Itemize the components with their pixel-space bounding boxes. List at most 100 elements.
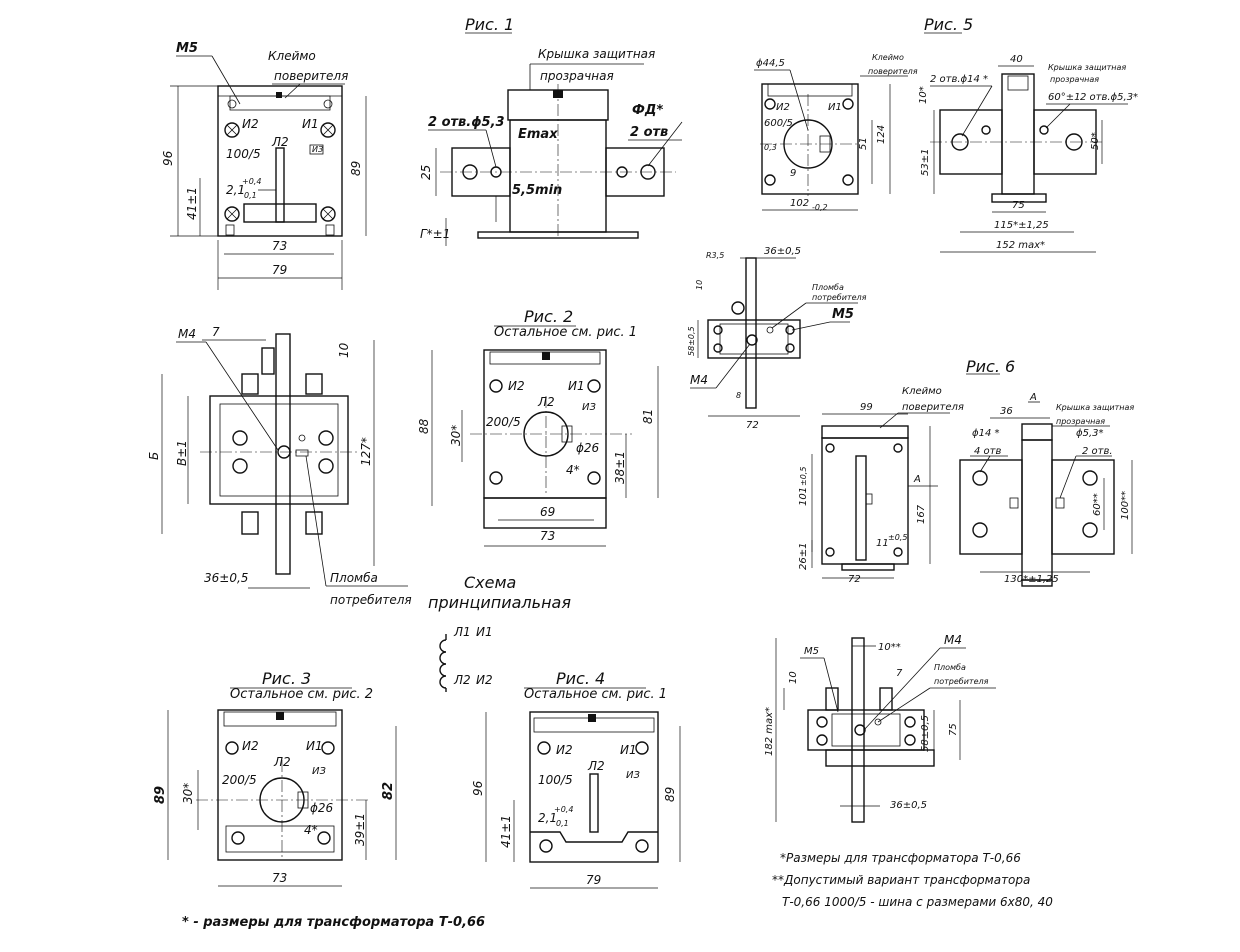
fig5-d115: 115*±1,25 xyxy=(994,220,1049,231)
fig4-body xyxy=(529,711,659,863)
fig2l-d10: 10 xyxy=(337,342,351,358)
fig6-d11: 11 xyxy=(876,538,889,549)
fig5-d124: 124 xyxy=(876,125,887,144)
fig2-d38: 38±1 xyxy=(613,451,627,484)
mid-d8: 8 xyxy=(736,391,741,400)
fig5-d9: 9 xyxy=(790,168,796,179)
fig5-title: Рис. 5 xyxy=(924,15,973,34)
fig2l-b: Б xyxy=(147,452,161,460)
fig1-tol-up: +0,4 xyxy=(242,177,261,186)
fig6-a-core xyxy=(1021,439,1053,581)
fig2l-potrebitelya: потребителя xyxy=(330,593,412,607)
fig6-a: А xyxy=(913,474,921,485)
fig6-d101tol: ±0,5 xyxy=(799,467,808,486)
fig1-l2: Л2 xyxy=(271,135,289,149)
fig1-i2: И2 xyxy=(242,117,259,131)
fig5-otv14: 2 отв.ϕ14 * xyxy=(930,74,988,85)
fig1-d89: 89 xyxy=(349,161,363,176)
fig1s-emax: Emax xyxy=(518,127,558,142)
br-potrebitelya: потребителя xyxy=(934,677,989,686)
fig2-view: Рис. 2 Остальное см. рис. 1 И2 И1 ИЗ Л2 … xyxy=(417,307,659,547)
fig1-tol-dn: 0,1 xyxy=(244,191,257,200)
fig6-d101: 101 xyxy=(798,487,809,506)
fig3-d89: 89 xyxy=(153,786,168,804)
fig6-d53: ϕ5,3* xyxy=(1076,428,1104,439)
fig6-d100: 100** xyxy=(1120,491,1131,520)
mid-d36: 36±0,5 xyxy=(764,246,801,257)
fig1-body xyxy=(217,85,343,237)
fig2-title: Рис. 2 xyxy=(524,307,573,326)
fig5-klemmo: Клеймо xyxy=(872,53,904,62)
fig5-d40: 40 xyxy=(1010,54,1023,65)
fig5-d53: 53±1 xyxy=(920,149,931,176)
fig5-otv53: 2 отв.ϕ5,3* xyxy=(1080,92,1138,103)
fig1-poveritelya: поверителя xyxy=(274,69,348,83)
fig1s-fd: ФД* xyxy=(632,103,663,118)
fig3-title: Рис. 3 xyxy=(262,669,311,688)
fig2l-plomba: Пломба xyxy=(330,571,378,585)
fig5-kryshka2: Крышка защитная xyxy=(1048,63,1126,72)
schema: Схема принципиальная Л1 И1 Л2 И2 xyxy=(428,573,571,692)
fig6-d99: 99 xyxy=(860,402,873,413)
fig6-poveritelya: поверителя xyxy=(902,402,964,413)
fig4-ratio: 100/5 xyxy=(538,773,573,787)
fig5-i1: И1 xyxy=(828,102,842,113)
fig4-d96: 96 xyxy=(471,780,485,796)
fig6-otv4: 4 отв xyxy=(974,446,1001,457)
fig4-d89: 89 xyxy=(663,787,677,802)
fig2-d69: 69 xyxy=(540,505,555,519)
fig5-d152: 152 max* xyxy=(996,240,1045,251)
schema-t2: принципиальная xyxy=(428,593,571,612)
fig1-d79: 79 xyxy=(272,263,287,277)
note-1: *Размеры для трансформатора Т-0,66 xyxy=(780,851,1021,865)
fig1s-g1: Г*±1 xyxy=(420,227,450,241)
fig1s-prozrachnaya: прозрачная xyxy=(540,69,614,83)
fig6-kryshka: Крышка защитная xyxy=(1056,403,1134,412)
fig2l-d36: 36±0,5 xyxy=(204,571,248,585)
fig4-d41: 41±1 xyxy=(499,815,513,848)
fig4-mark: ИЗ xyxy=(626,770,640,781)
fig2-d4: 4* xyxy=(566,463,580,477)
br-d7: 7 xyxy=(896,668,903,679)
fig4-tol-up: +0,4 xyxy=(554,805,573,814)
fig2-d30: 30* xyxy=(449,425,463,446)
fig5-d60: 60°±1 xyxy=(1048,92,1080,103)
fig4-tol-dn: 0,1 xyxy=(556,819,569,828)
fig4-i1: И1 xyxy=(620,743,637,757)
fig1-side-view: Крышка защитная прозрачная Emax 2 отв.ϕ5… xyxy=(419,47,683,246)
note-3: Т-0,66 1000/5 - шина с размерами 6х80, 4… xyxy=(782,895,1053,909)
footer-note: * - размеры для трансформатора Т-0,66 xyxy=(182,915,485,930)
schema-coil xyxy=(439,639,447,689)
mid-potrebitelya: потребителя xyxy=(812,293,867,302)
schema-t1: Схема xyxy=(464,573,516,592)
mid-m5: M5 xyxy=(832,307,854,322)
br-plomba: Пломба xyxy=(934,663,966,672)
schema-l2: Л2 xyxy=(453,673,471,687)
fig1s-otv53: 2 отв.ϕ5,3 xyxy=(428,115,505,130)
fig4-d21: 2,1 xyxy=(538,811,557,825)
fig5-d10: 10* xyxy=(918,86,929,104)
mid-d72: 72 xyxy=(746,420,759,431)
fig6-d11tol: ±0,5 xyxy=(888,533,907,542)
fig6-d72: 72 xyxy=(848,574,861,585)
fig3-view: Рис. 3 Остальное см. рис. 2 И2 И1 Л2 ИЗ … xyxy=(153,669,397,887)
fig1-mark: ИЗ xyxy=(312,145,323,154)
fig6-d14: ϕ14 * xyxy=(972,428,1000,439)
fig6-title: Рис. 6 xyxy=(966,357,1015,376)
fig6-prozrachnaya: прозрачная xyxy=(1056,417,1105,426)
fig2-i2: И2 xyxy=(508,379,525,393)
fig1-i1: И1 xyxy=(302,117,319,131)
fig5-poveritelya: поверителя xyxy=(868,67,918,76)
fig5-view: Рис. 5 ϕ44,5 Клеймо поверителя И2 И1 600… xyxy=(754,15,1138,253)
mid-busbar xyxy=(745,257,757,409)
fig3-d39: 39±1 xyxy=(353,813,367,846)
mid-r35: R3,5 xyxy=(706,251,724,260)
fig5-d51: 51 xyxy=(858,137,869,150)
fig2-sub: Остальное см. рис. 1 xyxy=(494,325,637,340)
mid-d10: 10 xyxy=(695,280,704,290)
fig1-view: Рис. 1 M5 Клеймо поверителя И2 И1 Л2 100… xyxy=(161,15,514,290)
fig1s-d25: 25 xyxy=(419,165,433,180)
br-d75: 75 xyxy=(948,723,959,736)
fig6-d130: 130*±1,25 xyxy=(1004,574,1059,585)
br-d10: 10** xyxy=(878,642,901,653)
